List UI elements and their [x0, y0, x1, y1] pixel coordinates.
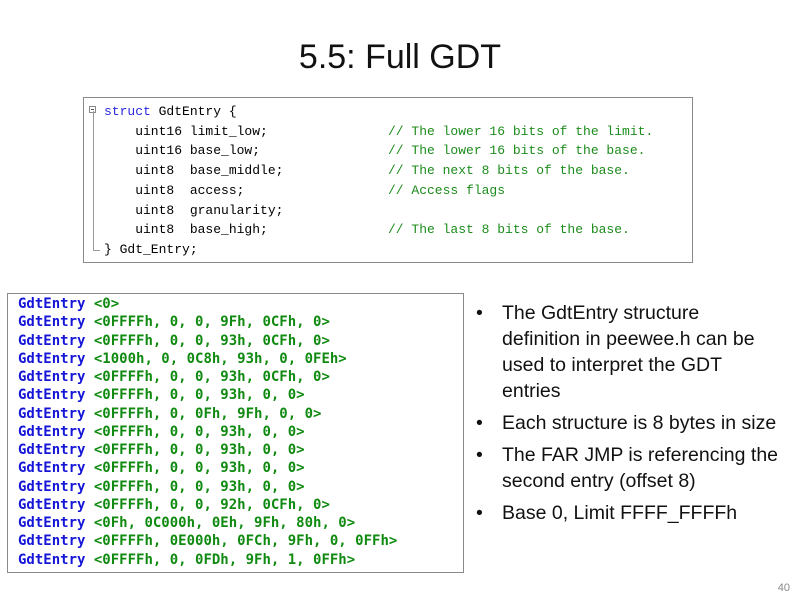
- code-comment: // Access flags: [388, 182, 506, 198]
- gdt-entry-row: GdtEntry <0FFFFh, 0, 0, 93h, 0CFh, 0>: [18, 369, 330, 385]
- code-comment: // The last 8 bits of the base.: [388, 222, 630, 238]
- gdt-entry-values: <0FFFFh, 0, 0, 93h, 0, 0>: [93, 387, 305, 404]
- slide-title: 5.5: Full GDT: [298, 38, 502, 76]
- bullet-item: • Each structure is 8 bytes in size: [474, 410, 779, 436]
- bullet-text: Each structure is 8 bytes in size: [502, 412, 777, 434]
- code-comment: // The lower 16 bits of the base.: [388, 143, 646, 159]
- gdt-entry-row: GdtEntry <0Fh, 0C000h, 0Eh, 9Fh, 80h, 0>: [18, 515, 355, 531]
- gdt-entry-name: GdtEntry: [18, 423, 86, 440]
- gdt-entry-row: GdtEntry <0FFFFh, 0, 0, 93h, 0, 0>: [18, 424, 305, 440]
- code-line: } Gdt_Entry;: [104, 241, 198, 257]
- gdt-entry-name: GdtEntry: [18, 387, 86, 404]
- bullet-dot-icon: •: [476, 444, 483, 466]
- gdt-entry-row: GdtEntry <0FFFFh, 0E000h, 0FCh, 9Fh, 0, …: [18, 533, 397, 549]
- code-line: uint16 base_low;: [104, 143, 261, 159]
- gdt-entry-name: GdtEntry: [18, 332, 86, 349]
- gdt-entry-values: <0FFFFh, 0, 0, 92h, 0CFh, 0>: [93, 496, 330, 513]
- gdt-entry-name: GdtEntry: [18, 551, 86, 568]
- bullet-item: • Base 0, Limit FFFF_FFFFh: [474, 500, 779, 526]
- gdt-entry-row: GdtEntry <0FFFFh, 0, 0, 93h, 0CFh, 0>: [18, 333, 330, 349]
- gdt-entry-values: <0FFFFh, 0, 0, 93h, 0, 0>: [93, 442, 305, 458]
- gdt-entry-row: GdtEntry <0FFFFh, 0, 0, 93h, 0, 0>: [18, 442, 305, 458]
- gdt-entry-values: <0Fh, 0C000h, 0Eh, 9Fh, 80h, 0>: [93, 515, 356, 531]
- gdt-entry-values: <0FFFFh, 0, 0, 93h, 0, 0>: [93, 460, 305, 477]
- gdt-entry-name: GdtEntry: [18, 496, 86, 513]
- gdt-entry-row: GdtEntry <0FFFFh, 0, 0Fh, 9Fh, 0, 0>: [18, 406, 321, 422]
- bullet-text: The GdtEntry structure definition in pee…: [502, 302, 755, 402]
- gdt-entry-values: <0FFFFh, 0, 0, 93h, 0, 0>: [93, 478, 305, 495]
- gdt-entry-values: <0FFFFh, 0, 0Fh, 9Fh, 0, 0>: [93, 405, 322, 422]
- gdt-entry-row: GdtEntry <0FFFFh, 0, 0, 93h, 0, 0>: [18, 387, 305, 403]
- gdt-entry-values: <1000h, 0, 0C8h, 93h, 0, 0FEh>: [93, 350, 347, 367]
- code-line: uint8 granularity;: [104, 202, 284, 218]
- gdt-entry-values: <0FFFFh, 0, 0, 93h, 0CFh, 0>: [93, 369, 330, 385]
- collapse-icon[interactable]: [89, 106, 96, 113]
- gdt-entry-values: <0FFFFh, 0, 0, 93h, 0CFh, 0>: [93, 332, 330, 349]
- bullet-dot-icon: •: [476, 412, 483, 434]
- bullet-item: • The GdtEntry structure definition in pe…: [474, 300, 779, 404]
- page-number: 40: [777, 582, 790, 594]
- gdt-entry-name: GdtEntry: [18, 369, 86, 385]
- gdt-entry-values: <0FFFFh, 0, 0FDh, 9Fh, 1, 0FFh>: [93, 551, 356, 568]
- gdt-entry-name: GdtEntry: [18, 478, 86, 495]
- bullet-item: • The FAR JMP is referencing the second e…: [474, 442, 779, 494]
- gdt-entry-name: GdtEntry: [18, 533, 86, 550]
- code-line: struct GdtEntry {: [104, 104, 237, 119]
- fold-guide-end: [93, 250, 100, 251]
- gdt-entry-row: GdtEntry <0FFFFh, 0, 0, 93h, 0, 0>: [18, 460, 305, 476]
- bullet-dot-icon: •: [476, 302, 483, 324]
- gdt-entry-row: GdtEntry <1000h, 0, 0C8h, 93h, 0, 0FEh>: [18, 351, 347, 367]
- gdt-entry-name: GdtEntry: [18, 442, 86, 458]
- gdt-listing-panel: GdtEntry <0>GdtEntry <0FFFFh, 0, 0, 9Fh,…: [7, 293, 464, 573]
- fold-guide-line: [93, 111, 94, 251]
- gdt-entry-row: GdtEntry <0>: [18, 296, 119, 312]
- bullet-dot-icon: •: [476, 502, 483, 524]
- code-line: uint16 limit_low;: [104, 123, 268, 139]
- gdt-entry-name: GdtEntry: [18, 405, 86, 422]
- gdt-entry-row: GdtEntry <0FFFFh, 0, 0, 92h, 0CFh, 0>: [18, 497, 330, 513]
- gdt-entry-name: GdtEntry: [18, 296, 86, 312]
- bullet-text: The FAR JMP is referencing the second en…: [502, 444, 779, 492]
- gdt-entry-name: GdtEntry: [18, 314, 86, 331]
- gdt-entry-values: <0FFFFh, 0E000h, 0FCh, 9Fh, 0, 0FFh>: [93, 533, 398, 550]
- code-comment: // The lower 16 bits of the limit.: [388, 123, 654, 139]
- gdt-entry-name: GdtEntry: [18, 515, 86, 531]
- bullet-text: Base 0, Limit FFFF_FFFFh: [502, 502, 738, 524]
- code-line: uint8 base_middle;: [104, 163, 284, 179]
- gdt-entry-values: <0>: [93, 296, 120, 312]
- gdt-entry-values: <0FFFFh, 0, 0, 9Fh, 0CFh, 0>: [93, 314, 330, 331]
- gdt-entry-values: <0FFFFh, 0, 0, 93h, 0, 0>: [93, 423, 305, 440]
- gdt-entry-name: GdtEntry: [18, 350, 86, 367]
- code-line: uint8 base_high;: [104, 222, 268, 238]
- gdt-entry-row: GdtEntry <0FFFFh, 0, 0FDh, 9Fh, 1, 0FFh>: [18, 552, 355, 568]
- bullet-list: • The GdtEntry structure definition in pe…: [474, 300, 779, 532]
- code-comment: // The next 8 bits of the base.: [388, 163, 630, 179]
- gdt-entry-row: GdtEntry <0FFFFh, 0, 0, 9Fh, 0CFh, 0>: [18, 314, 330, 330]
- struct-code-panel: struct GdtEntry { uint16 limit_low; // Th…: [83, 97, 693, 263]
- gdt-entry-row: GdtEntry <0FFFFh, 0, 0, 93h, 0, 0>: [18, 479, 305, 495]
- gdt-entry-name: GdtEntry: [18, 460, 86, 477]
- code-line: uint8 access;: [104, 182, 245, 198]
